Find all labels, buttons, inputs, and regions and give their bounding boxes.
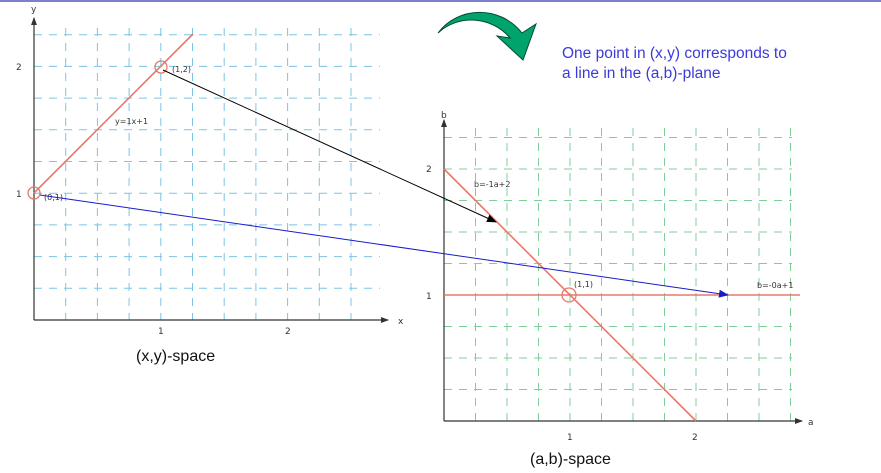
xy-point-0-1 — [27, 186, 41, 200]
ab-b-tick-2: 2 — [426, 165, 432, 175]
connector-arrow-blue — [39, 194, 729, 298]
ab-space-caption: (a,b)-space — [530, 451, 611, 468]
ab-line-label-descending: b=-1a+2 — [474, 180, 510, 189]
ab-intersection-point — [561, 287, 577, 303]
xy-point-label-0-1: (0,1) — [44, 193, 63, 202]
xy-y-axis-label: y — [31, 5, 37, 15]
ab-b-tick-1: 1 — [426, 292, 432, 302]
xy-x-tick-2: 2 — [285, 327, 291, 337]
xy-x-tick-1: 1 — [158, 327, 164, 337]
xy-line-label: y=1x+1 — [115, 117, 148, 126]
xy-x-axis-label: x — [398, 317, 404, 327]
ab-line-label-horizontal: b=-0a+1 — [757, 281, 793, 290]
xy-line — [33, 33, 194, 194]
xy-y-tick-2: 2 — [16, 63, 22, 73]
xy-space-caption: (x,y)-space — [136, 348, 216, 365]
xy-grid — [34, 28, 380, 320]
xy-y-tick-1: 1 — [16, 190, 22, 200]
ab-a-tick-1: 1 — [567, 433, 573, 443]
connector-arrow-black — [162, 69, 497, 223]
ab-a-tick-2: 2 — [692, 433, 698, 443]
note-line-2: a line in the (a,b)-plane — [562, 65, 721, 82]
xy-point-1-2 — [154, 60, 168, 74]
ab-a-axis-label: a — [808, 418, 814, 428]
note-line-1: One point in (x,y) corresponds to — [562, 45, 787, 62]
explanation-note: One point in (x,y) corresponds to a line… — [562, 44, 872, 84]
top-rule — [0, 0, 881, 2]
ab-grid — [444, 128, 792, 421]
xy-point-label-1-2: (1,2) — [172, 65, 191, 74]
ab-b-axis-label: b — [441, 111, 447, 121]
ab-intersection-label: (1,1) — [574, 280, 593, 289]
curved-arrow-icon — [437, 12, 537, 61]
